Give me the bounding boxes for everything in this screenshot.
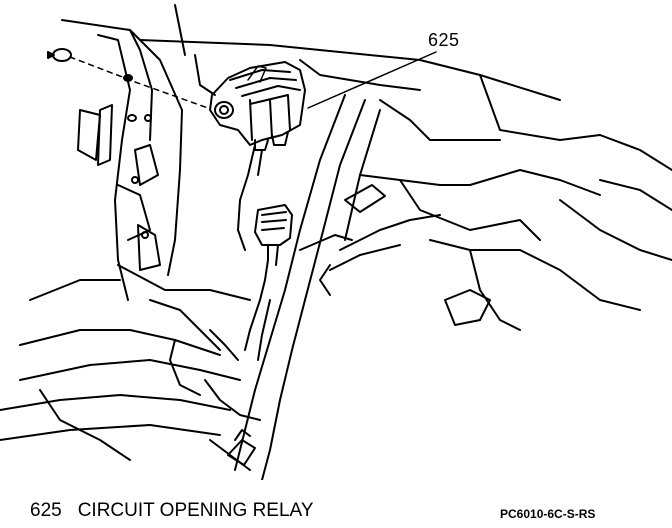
pillar-structure — [61, 19, 251, 301]
roof-edges — [139, 4, 672, 171]
caption-part-number: 625 — [30, 500, 62, 521]
lower-left-panels — [0, 279, 261, 471]
diagonal-pillar — [234, 94, 381, 480]
figure-caption: 625 CIRCUIT OPENING RELAY — [30, 500, 314, 522]
circuit-opening-relay — [209, 61, 306, 151]
bottom-bracket — [227, 429, 256, 466]
right-body-panels — [319, 99, 672, 331]
figure-code: PC6010-6C-S-RS — [500, 507, 596, 521]
callout-number-label: 625 — [428, 30, 460, 50]
screw-fastener — [47, 48, 209, 109]
harness-connector — [254, 204, 293, 301]
caption-part-name: CIRCUIT OPENING RELAY — [77, 500, 314, 521]
callout-leader-line — [307, 51, 437, 109]
wiring-harness — [237, 144, 271, 361]
relay-location-illustration — [0, 4, 672, 480]
